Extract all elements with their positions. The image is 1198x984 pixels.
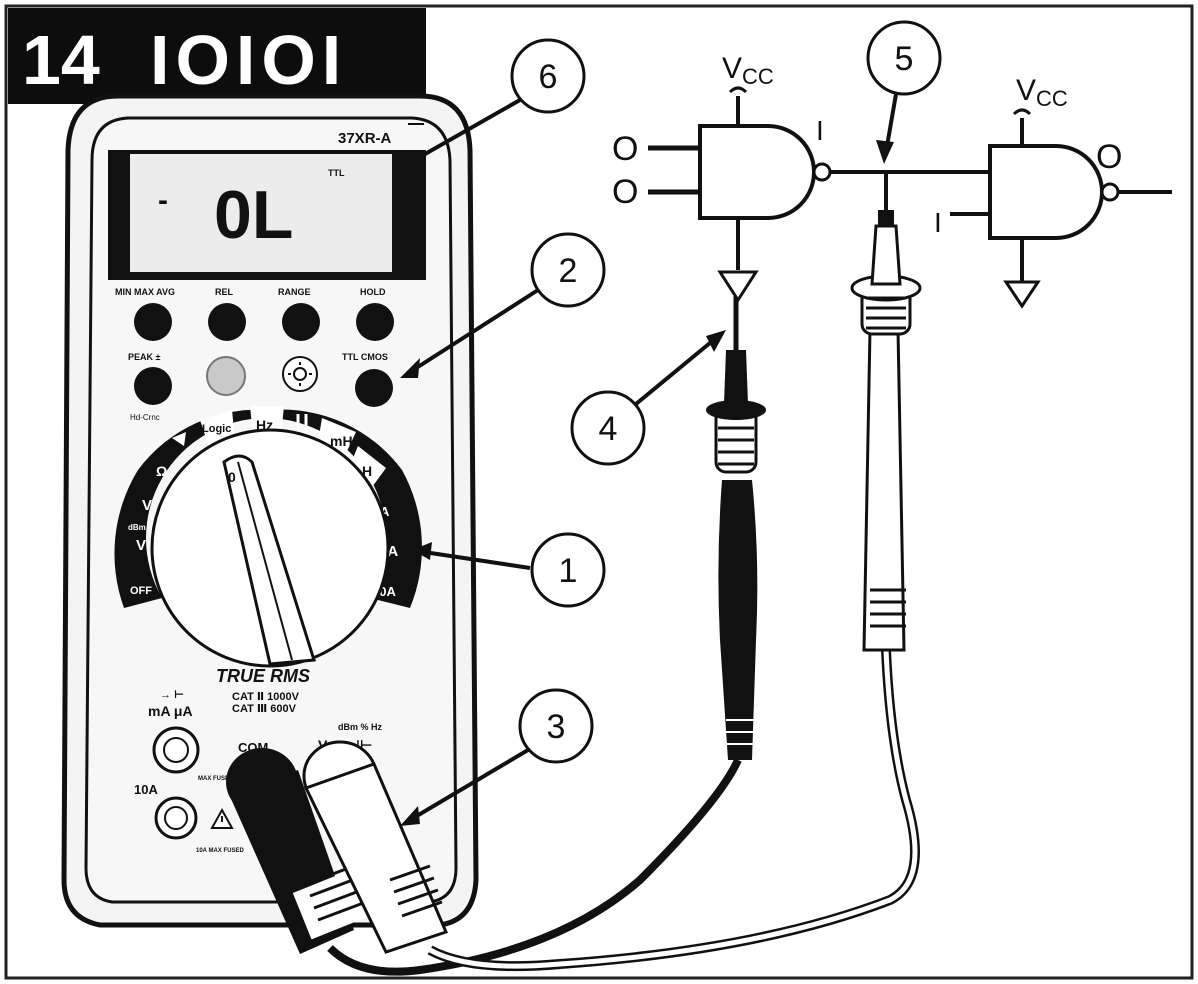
callout-4: 4 — [570, 330, 726, 466]
ttl-cmos-button[interactable] — [355, 369, 393, 407]
display-mode-annunciator: TTL — [328, 168, 345, 178]
gate2-inverter-bubble — [1100, 182, 1120, 202]
logic-pattern: IOIOI — [150, 21, 347, 99]
gate2-ground-triangle — [1003, 280, 1041, 309]
button-label-minmaxavg: MIN MAX AVG — [115, 287, 175, 297]
white-test-probe — [850, 172, 922, 652]
blank-gray-button[interactable] — [206, 356, 246, 396]
gate1-output-state: I — [816, 115, 824, 146]
fuse-label-1: MAX FUSED — [198, 776, 234, 782]
button-label-ttl-cmos: TTL CMOS — [342, 352, 388, 362]
display-sign: - — [158, 184, 168, 217]
dial-label-h: H — [362, 463, 372, 479]
backlight-button[interactable] — [282, 356, 318, 392]
svg-text:6: 6 — [539, 58, 558, 96]
cat-rating-2: CAT Ⅲ 600V — [232, 703, 297, 715]
display-reading: 0L — [214, 177, 293, 253]
dial-label-off: OFF — [130, 585, 152, 597]
callout-3: 3 — [400, 688, 594, 826]
black-probe-plug[interactable] — [226, 748, 368, 954]
gate1-input-b: O — [612, 173, 638, 211]
button-label-hold: HOLD — [360, 287, 386, 297]
black-test-probe — [706, 296, 766, 760]
gate1-ground-triangle — [717, 270, 759, 303]
peak-button[interactable] — [134, 367, 172, 405]
hold-button[interactable] — [356, 303, 394, 341]
peak-sublabel: Hd-Crnc — [130, 413, 160, 422]
svg-text:2: 2 — [559, 252, 578, 290]
multimeter: 37XR-A - 0L TTL MIN MAX AVG REL RANGE HO… — [61, 93, 479, 954]
dial-label-v-dc: V — [142, 497, 152, 514]
dial-pointer — [222, 454, 316, 666]
true-rms-label: TRUE RMS — [216, 666, 310, 686]
button-label-range: RANGE — [278, 287, 311, 297]
fuse-label-2: 10A MAX FUSED — [196, 848, 244, 854]
vohm-jack-toplabel: dBm % Hz — [338, 722, 383, 732]
dial-ring — [114, 409, 422, 608]
minmaxavg-button[interactable] — [134, 303, 172, 341]
gate2-vcc: VCC — [1016, 74, 1068, 111]
dial-zero-mark: 0 — [228, 469, 236, 485]
dial-label-mh: mH — [330, 433, 353, 449]
warning-icon — [210, 807, 234, 829]
nand-gate-2 — [950, 108, 1172, 309]
callout-2: 2 — [400, 232, 606, 378]
meter-model: 37XR-A — [338, 130, 392, 147]
gate1-input-a: O — [612, 130, 638, 168]
dial-label-dbm: dBm — [128, 523, 146, 532]
lcd-screen — [130, 154, 392, 272]
svg-text:4: 4 — [599, 410, 618, 448]
black-cable — [327, 758, 742, 976]
red-probe-plug[interactable] — [302, 740, 449, 954]
nand-gate-1 — [648, 86, 832, 303]
callout-5: 5 — [866, 20, 942, 164]
diode-icon — [172, 432, 186, 446]
backlight-icon — [288, 362, 312, 386]
gate1-vcc: VCC — [722, 52, 774, 89]
callout-6: 6 — [396, 38, 586, 172]
figure-header: 14 IOIOI — [8, 8, 426, 104]
button-label-rel: REL — [215, 287, 234, 297]
svg-text:5: 5 — [895, 40, 914, 78]
range-button[interactable] — [282, 303, 320, 341]
callout-1: 1 — [412, 532, 606, 608]
dial-label-ohm: Ω — [156, 463, 167, 479]
figure-number: 14 — [22, 21, 100, 99]
ma-ua-jack-label: mA μA — [148, 703, 193, 719]
ma-jack-toplabel: → ⊢ — [160, 689, 184, 701]
gate2-output-state: O — [1096, 138, 1122, 176]
dial-label-logic: Logic — [202, 423, 231, 435]
cat-rating-1: CAT Ⅱ 1000V — [232, 691, 300, 703]
svg-text:1: 1 — [559, 552, 578, 590]
svg-text:3: 3 — [547, 708, 566, 746]
dial-label-v-ac: V — [136, 537, 146, 554]
button-label-peak: PEAK ± — [128, 352, 161, 362]
gate2-input-state: I — [934, 207, 942, 238]
gate1-inverter-bubble — [812, 162, 832, 182]
rel-button[interactable] — [208, 303, 246, 341]
ten-a-jack-label: 10A — [134, 782, 158, 797]
